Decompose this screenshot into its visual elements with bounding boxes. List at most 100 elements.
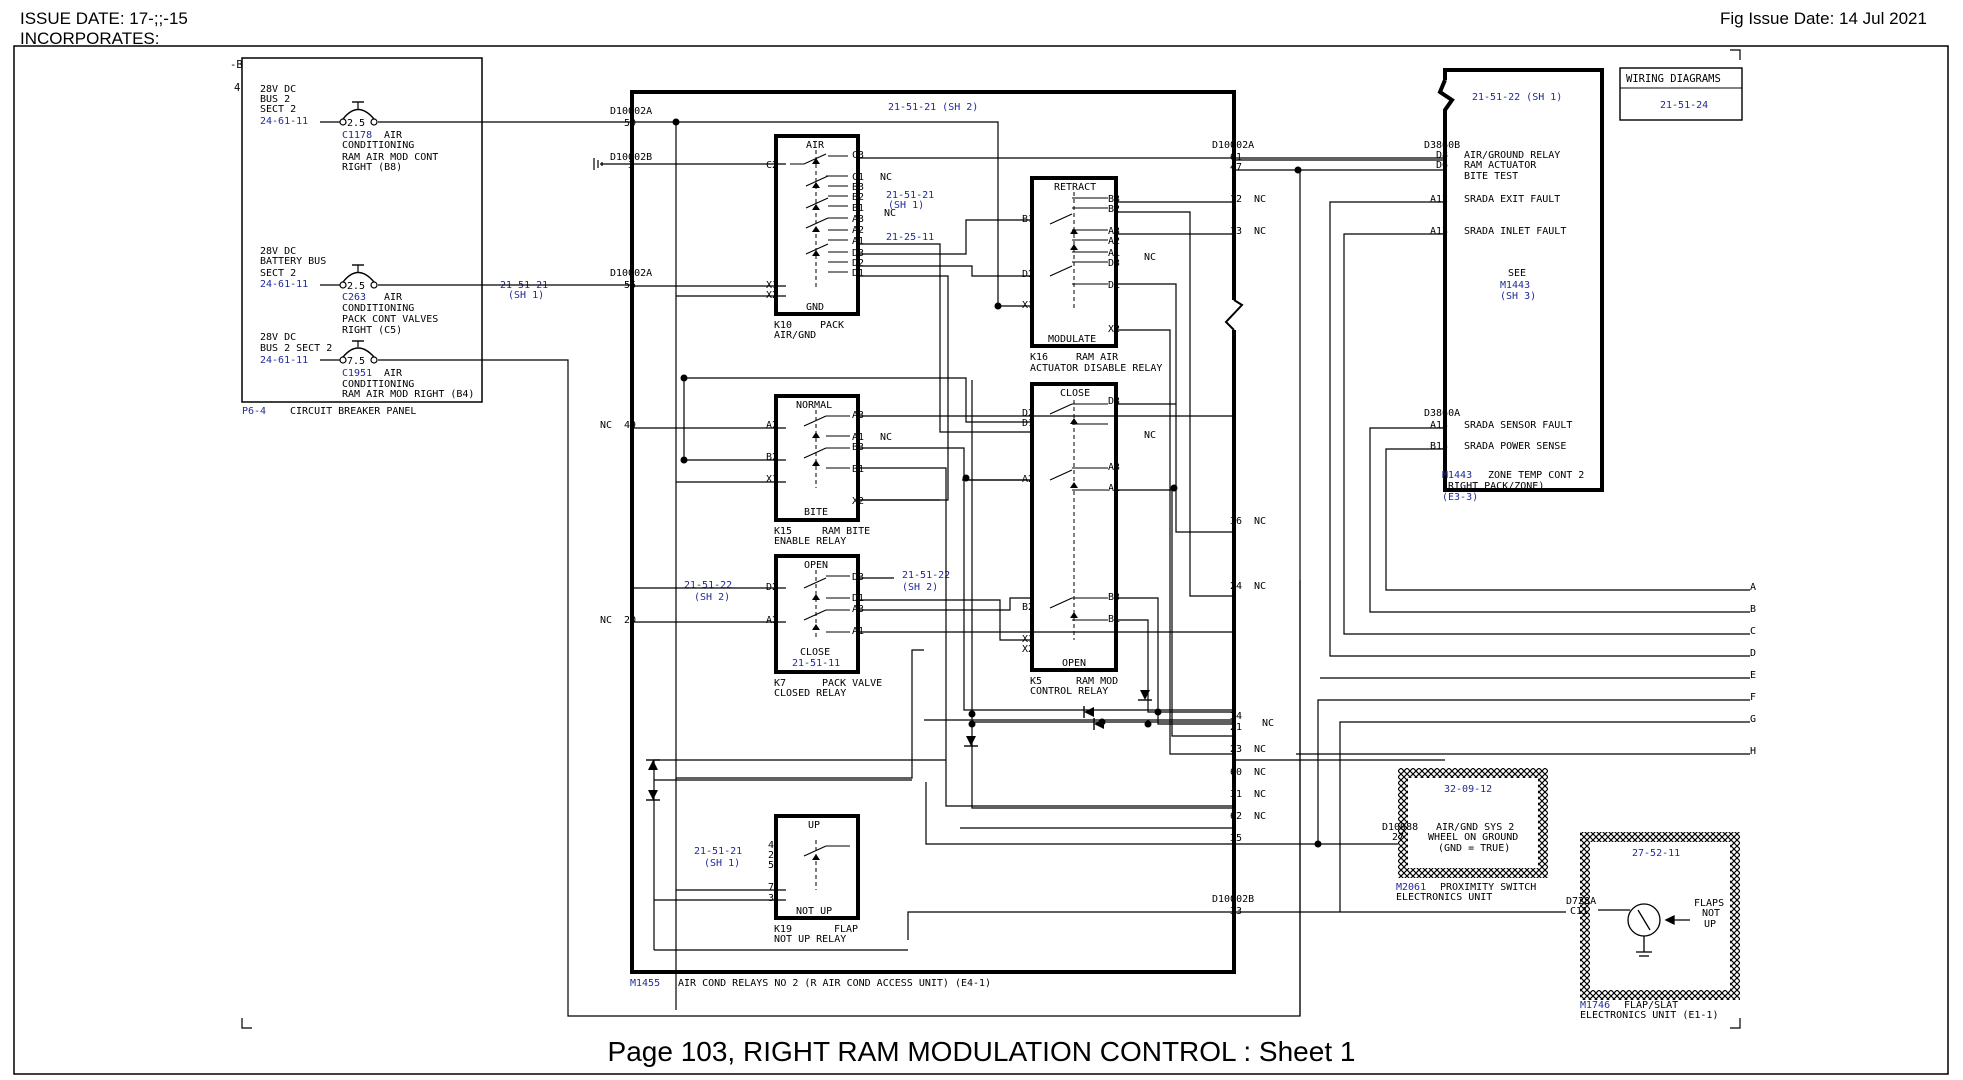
m1455-top-ref: 21-51-21 (SH 2)	[888, 102, 978, 113]
pin-label: A1	[1108, 483, 1120, 494]
pin-desc: BITE TEST	[1464, 171, 1518, 182]
pin-label: A3	[852, 214, 864, 225]
unit-m1443: 21-51-22 (SH 1) D3860B D8 AIR/GROUND REL…	[1424, 68, 1604, 503]
m1746-desc: FLAPS	[1694, 898, 1724, 909]
m2061-desc: (GND = TRUE)	[1438, 843, 1510, 854]
cb1-desc: RAM AIR MOD CONT	[342, 152, 438, 163]
m2061-id: M2061	[1396, 882, 1426, 893]
m2061-name: PROXIMITY SWITCH	[1440, 882, 1536, 893]
cb1-id: C1178	[342, 130, 372, 141]
see-note: SEE	[1508, 268, 1526, 279]
pin-label: X2	[1108, 324, 1120, 335]
corner-mark-num: 4	[234, 82, 240, 94]
cb2-desc: PACK CONT VALVES	[342, 314, 438, 325]
contact-symbols	[790, 153, 1108, 857]
pin-desc: SRADA INLET FAULT	[1464, 226, 1566, 237]
nc-label: NC	[880, 172, 892, 183]
pin-label: 47	[1230, 162, 1242, 173]
pin-label: A2	[766, 615, 778, 626]
relay-k16-label: K16	[1030, 352, 1048, 363]
pin-label: 34	[1230, 711, 1242, 722]
pin-desc: SRADA SENSOR FAULT	[1464, 420, 1572, 431]
xref: 21-25-11	[886, 232, 934, 243]
nc-label: NC	[1254, 767, 1266, 778]
xref: (SH 1)	[704, 858, 740, 869]
wires	[378, 121, 1750, 1017]
pin-label: D1	[1108, 280, 1120, 291]
cb1-desc: CONDITIONING	[342, 140, 414, 151]
cb2-desc: AIR	[384, 292, 403, 303]
cb2-amps: 2.5	[347, 281, 365, 292]
panel-name: CIRCUIT BREAKER PANEL	[290, 406, 416, 417]
pin-label: B2	[852, 192, 864, 203]
wiring-diagrams-box: WIRING DIAGRAMS 21-51-24	[1619, 67, 1743, 121]
cb1-source-line: 28V DC	[260, 84, 296, 95]
cb3-desc: CONDITIONING	[342, 379, 414, 390]
offpage-letter: E	[1750, 670, 1756, 681]
relay-k5-label: K5	[1030, 676, 1042, 687]
offpage-letter: B	[1750, 604, 1756, 615]
xref: (SH 1)	[888, 200, 924, 211]
pin-label: 59	[624, 118, 636, 129]
nc-label: NC	[1254, 744, 1266, 755]
relay-k19-top: UP	[808, 820, 820, 831]
cb2-ref: 24-61-11	[260, 279, 308, 290]
pin-label: 2	[768, 850, 774, 861]
nc-label: NC	[1144, 252, 1156, 263]
relay-k15-bottom: BITE	[804, 507, 828, 518]
m2061-ref: 32-09-12	[1444, 784, 1492, 795]
xref: 21-51-21	[694, 846, 742, 857]
m1746-name: ELECTRONICS UNIT (E1-1)	[1580, 1010, 1718, 1021]
pin-label: A1	[852, 432, 864, 443]
m1443-name: (E3-3)	[1442, 492, 1478, 503]
relay-k7-bottom: CLOSE	[800, 647, 830, 658]
unit-m1455: 21-51-21 (SH 2) M1455 AIR COND RELAYS NO…	[500, 90, 1274, 989]
fig-issue-date: Fig Issue Date: 14 Jul 2021	[1720, 9, 1927, 28]
m2061-desc: WHEEL ON GROUND	[1428, 832, 1518, 843]
pin-label: 3	[768, 893, 774, 904]
pin-label: B2	[1022, 602, 1034, 613]
offpage-letter: H	[1750, 746, 1756, 757]
cb2-desc: CONDITIONING	[342, 303, 414, 314]
pin-label: 49	[624, 420, 636, 431]
proximity-switch-icon	[1598, 903, 1690, 957]
cb1-desc: AIR	[384, 130, 403, 141]
page-frame	[13, 45, 1949, 1075]
connector-label: D10988	[1382, 822, 1418, 833]
pin-desc: SRADA EXIT FAULT	[1464, 194, 1560, 205]
nc-label: NC	[1254, 194, 1266, 205]
pin-label: D2	[852, 258, 864, 269]
pin-label: A12	[1430, 194, 1448, 205]
breaker-panel: P6-4 CIRCUIT BREAKER PANEL 28V DC BUS 2 …	[241, 57, 483, 417]
pin-label: B1	[852, 203, 864, 214]
circuit-breaker-icon	[339, 340, 378, 364]
pin-label: C3	[852, 150, 864, 161]
cb3-desc: AIR	[384, 368, 403, 379]
pin-desc: AIR/GROUND RELAY	[1464, 150, 1560, 161]
cb2-source-line: BATTERY BUS	[260, 256, 326, 267]
nc-label: NC	[1254, 789, 1266, 800]
relay-k15-label: K15	[774, 526, 792, 537]
cb3-amps: 7.5	[347, 356, 365, 367]
pin-label: D6	[1436, 160, 1448, 171]
relay-k10-top: AIR	[806, 140, 825, 151]
pin-label: B3	[1108, 592, 1120, 603]
pin-label: A3	[1108, 226, 1120, 237]
pin-label: 20	[624, 615, 636, 626]
mechanical-links	[815, 150, 1075, 890]
xref: 21-51-22	[902, 570, 950, 581]
see-note: M1443	[1500, 280, 1530, 291]
pin-label: B2	[766, 452, 778, 463]
pin-label: B3	[852, 182, 864, 193]
m1746-id: M1746	[1580, 1000, 1610, 1011]
connector-label: D10002A	[610, 106, 652, 117]
pin-label: 23	[1230, 744, 1242, 755]
pin-label: A1	[852, 236, 864, 247]
connector-label: D3860B	[1424, 140, 1460, 151]
nc-label: NC	[1254, 226, 1266, 237]
relay-k10-label: K10	[774, 320, 792, 331]
corner-bracket-br	[1730, 1018, 1741, 1029]
pin-label: 5	[768, 860, 774, 871]
